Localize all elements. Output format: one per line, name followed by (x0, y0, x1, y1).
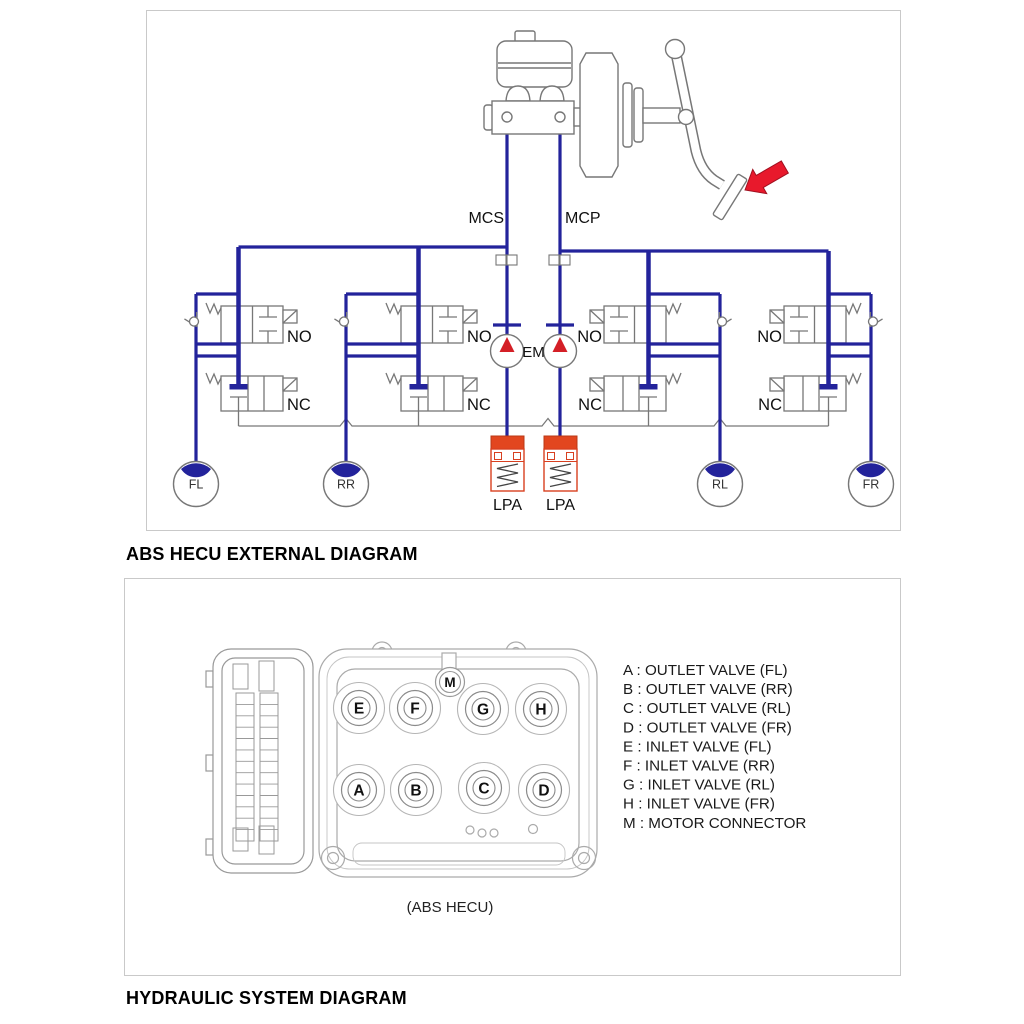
pump-unit: EM (489, 333, 578, 369)
bottom-panel-caption: HYDRAULIC SYSTEM DIAGRAM (126, 988, 407, 1008)
pedal-force-arrow-icon (744, 160, 790, 195)
mcs-label: MCS (468, 210, 504, 227)
pump-arrow-icon (499, 337, 515, 352)
valve-label: NC (758, 396, 782, 414)
inlet-valve-fr (769, 302, 862, 344)
coil-e: E (332, 681, 386, 735)
valve-label: NO (577, 328, 602, 346)
inlet-valve-rr (385, 302, 478, 344)
outlet-valve-fl (205, 372, 298, 427)
valve-label: NO (467, 328, 492, 346)
valve-label: NC (578, 396, 602, 414)
pump-arrow-icon (552, 337, 568, 352)
check-valve-fl (183, 311, 204, 331)
wheel-label-fl: FL (189, 478, 204, 492)
accumulator-left: LPA (490, 435, 525, 514)
coil-letter: D (538, 783, 549, 800)
spring-icon (549, 463, 572, 488)
valve-label: NO (757, 328, 782, 346)
outlet-valve-fr (769, 372, 862, 427)
coil-h: H (514, 682, 568, 736)
legend-line: M : MOTOR CONNECTOR (623, 815, 806, 832)
return-line (238, 417, 829, 427)
wheel-label-rl: RL (712, 478, 728, 492)
legend-line: E : INLET VALVE (FL) (623, 738, 772, 755)
accumulator-label: LPA (546, 497, 575, 514)
coil-letter: E (354, 701, 364, 718)
reservoir (496, 40, 573, 88)
legend-line: A : OUTLET VALVE (FL) (623, 662, 788, 679)
brake-lines (194, 122, 873, 462)
hydraulic-diagram: EM LPA LPA FL RR RL FR NO NC NO NC NO NC… (172, 30, 895, 514)
pedal-pad (712, 173, 748, 221)
legend-line: D : OUTLET VALVE (FR) (623, 719, 792, 736)
valve-label: NC (287, 396, 311, 414)
wheel-label-rr: RR (337, 478, 355, 492)
coil-c: C (457, 761, 511, 815)
outlet-valve-rl (589, 372, 682, 427)
accumulator-label: LPA (493, 497, 522, 514)
coil-letter: H (535, 702, 546, 719)
mcp-label: MCP (565, 210, 601, 227)
coil-b: B (389, 763, 443, 817)
brake-pedal (664, 38, 748, 221)
legend-line: H : INLET VALVE (FR) (623, 796, 775, 813)
coil-f: F (388, 681, 442, 735)
outlet-port-secondary (501, 111, 513, 123)
motor-connector-letter: M (444, 675, 455, 690)
legend-line: B : OUTLET VALVE (RR) (623, 681, 793, 698)
coil-letter: C (478, 781, 489, 798)
valve-label: NO (287, 328, 312, 346)
check-valve-rl (712, 311, 733, 331)
pump-motor-label: EM (522, 344, 545, 361)
hecu-legend: A : OUTLET VALVE (FL) B : OUTLET VALVE (… (623, 662, 806, 832)
clevis-pin (677, 108, 695, 126)
check-valve-fr (863, 311, 884, 331)
hecu-panel: M E F G H A B C (124, 578, 901, 976)
master-cylinder (483, 30, 582, 135)
check-valve-rr (333, 311, 354, 331)
coil-letter: A (353, 783, 364, 800)
coil-letter: B (410, 783, 421, 800)
inlet-valve-rl (589, 302, 682, 344)
brake-booster (579, 52, 681, 178)
top-panel-caption: ABS HECU EXTERNAL DIAGRAM (126, 544, 418, 564)
coil-g: G (456, 682, 510, 736)
hecu-diagram: M E F G H A B C (205, 641, 806, 916)
hecu-connector (205, 648, 314, 874)
hydraulic-diagram-panel: EM LPA LPA FL RR RL FR NO NC NO NC NO NC… (146, 10, 901, 531)
inlet-valve-fl (205, 302, 298, 344)
hecu-caption: (ABS HECU) (407, 899, 494, 916)
legend-line: G : INLET VALVE (RL) (623, 777, 775, 794)
coil-a: A (332, 763, 386, 817)
valve-label: NC (467, 396, 491, 414)
wheel-label-fr: FR (863, 478, 880, 492)
legend-line: C : OUTLET VALVE (RL) (623, 700, 791, 717)
legend-line: F : INLET VALVE (RR) (623, 758, 775, 775)
outlet-valve-rr (385, 372, 478, 427)
coil-letter: F (410, 701, 419, 718)
accumulator-right: LPA (543, 435, 578, 514)
spring-icon (496, 463, 519, 488)
coil-d: D (517, 763, 571, 817)
port-fittings (495, 254, 571, 266)
pedal-pivot (664, 38, 686, 60)
motor-connector: M (434, 666, 466, 698)
outlet-port-primary (554, 111, 566, 123)
nc-plungers (229, 384, 838, 390)
coil-letter: G (477, 702, 489, 719)
